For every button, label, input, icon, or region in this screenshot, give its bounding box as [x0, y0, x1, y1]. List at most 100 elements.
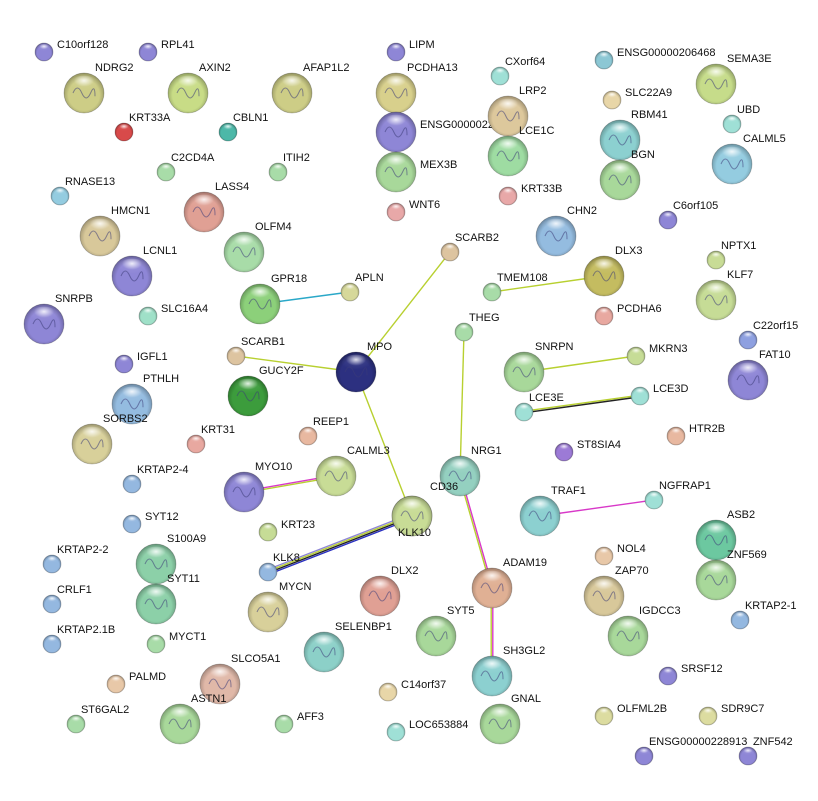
node-krt33b[interactable]: KRT33B: [498, 183, 562, 206]
edge-theg-nrg1[interactable]: [459, 331, 465, 477]
node-klk8[interactable]: KLK8: [258, 552, 300, 582]
node-chn2[interactable]: CHN2: [535, 205, 597, 257]
node-sh3gl2[interactable]: SH3GL2: [471, 645, 545, 697]
node-lipm[interactable]: LIPM: [386, 39, 435, 62]
node-tmem108[interactable]: TMEM108: [482, 272, 548, 302]
node-syt12[interactable]: SYT12: [122, 511, 179, 534]
node-lass4[interactable]: LASS4: [183, 181, 249, 233]
node-hmcn1[interactable]: HMCN1: [79, 205, 150, 257]
node-st8sia4[interactable]: ST8SIA4: [554, 439, 621, 462]
node-snrpn[interactable]: SNRPN: [503, 341, 574, 393]
node-zap70[interactable]: ZAP70: [583, 565, 649, 617]
node-myo10[interactable]: MYO10: [223, 461, 292, 513]
node-nrg1[interactable]: NRG1: [439, 445, 502, 497]
node-sdr9c7[interactable]: SDR9C7: [698, 703, 764, 726]
node-syt5[interactable]: SYT5: [415, 605, 475, 657]
node-s100a9[interactable]: S100A9: [135, 533, 206, 585]
node-afap1l2[interactable]: AFAP1L2: [271, 62, 349, 114]
node-gpr18[interactable]: GPR18: [239, 273, 307, 325]
node-c22orf15[interactable]: C22orf15: [738, 320, 798, 350]
node-selenbp1[interactable]: SELENBP1: [303, 621, 392, 673]
edge-mpo-scarb2[interactable]: [355, 251, 451, 373]
node-apln[interactable]: APLN: [340, 272, 384, 302]
node-znf569[interactable]: ZNF569: [695, 549, 767, 601]
node-krt31[interactable]: KRT31: [186, 424, 235, 454]
node-st6gal2[interactable]: ST6GAL2: [66, 704, 129, 734]
node-adam19[interactable]: ADAM19: [471, 557, 547, 609]
node-rbm41[interactable]: RBM41: [599, 109, 668, 161]
node-rpl41[interactable]: RPL41: [138, 39, 195, 62]
node-igfl1[interactable]: IGFL1: [114, 351, 168, 374]
node-itih2[interactable]: ITIH2: [268, 152, 310, 182]
node-crlf1[interactable]: CRLF1: [42, 584, 92, 614]
node-myct1[interactable]: MYCT1: [146, 631, 206, 654]
node-scarb2[interactable]: SCARB2: [440, 232, 499, 262]
node-calml5[interactable]: CALML5: [711, 133, 786, 185]
node-nol4[interactable]: NOL4: [594, 543, 646, 566]
node-asb2[interactable]: ASB2: [695, 509, 755, 561]
node-theg[interactable]: THEG: [454, 312, 500, 342]
node-krtap2-2[interactable]: KRTAP2-2: [42, 544, 109, 574]
node-ubd[interactable]: UBD: [722, 104, 760, 134]
node-slc16a4[interactable]: SLC16A4: [138, 303, 208, 326]
node-htr2b[interactable]: HTR2B: [666, 423, 725, 446]
node-wnt6[interactable]: WNT6: [386, 199, 440, 222]
node-mycn[interactable]: MYCN: [247, 581, 311, 633]
node-aff3[interactable]: AFF3: [274, 711, 324, 734]
edge-mpo-klk10[interactable]: [355, 371, 413, 517]
node-sema3e[interactable]: SEMA3E: [695, 53, 772, 105]
node-mex3b[interactable]: MEX3B: [375, 151, 457, 193]
node-cxorf64[interactable]: CXorf64: [490, 56, 545, 86]
node-igdcc3[interactable]: IGDCC3: [607, 605, 681, 657]
node-calml3[interactable]: CALML3: [315, 445, 390, 497]
node-pthlh[interactable]: PTHLH: [111, 373, 179, 425]
node-krtap2-1b[interactable]: KRTAP2.1B: [42, 624, 115, 654]
node-krtap2-1[interactable]: KRTAP2-1: [730, 600, 797, 630]
node-fat10[interactable]: FAT10: [727, 349, 791, 401]
edge-klk8-klk10[interactable]: [266, 513, 414, 575]
node-c2cd4a[interactable]: C2CD4A: [156, 152, 215, 182]
edge-lce3e-lce3d[interactable]: [523, 394, 641, 414]
node-c14orf37[interactable]: C14orf37: [378, 679, 446, 702]
node-astn1[interactable]: ASTN1: [159, 693, 226, 745]
node-ngfrap1[interactable]: NGFRAP1: [644, 480, 711, 510]
node-lce3e[interactable]: LCE3E: [514, 392, 564, 422]
node-snrpb[interactable]: SNRPB: [23, 293, 93, 345]
node-sorbs2[interactable]: SORBS2: [71, 413, 148, 465]
node-gucy2f[interactable]: GUCY2F: [227, 365, 304, 417]
node-ensg00000228913[interactable]: ENSG00000228913: [634, 736, 747, 766]
node-krtap2-4[interactable]: KRTAP2-4: [122, 464, 189, 494]
node-ensg00000206468[interactable]: ENSG00000206468: [594, 47, 715, 70]
node-dlx2[interactable]: DLX2: [359, 565, 419, 617]
node-ndrg2[interactable]: NDRG2: [63, 62, 134, 114]
node-krt23[interactable]: KRT23: [258, 519, 315, 542]
node-axin2[interactable]: AXIN2: [167, 62, 231, 114]
node-c6orf105[interactable]: C6orf105: [658, 200, 718, 230]
node-pcdha6[interactable]: PCDHA6: [594, 303, 662, 326]
node-c10orf128[interactable]: C10orf128: [34, 39, 108, 62]
node-palmd[interactable]: PALMD: [106, 671, 166, 694]
node-loc653884[interactable]: LOC653884: [386, 719, 468, 742]
node-nptx1[interactable]: NPTX1: [706, 240, 756, 270]
node-klk10[interactable]: KLK10: [391, 495, 433, 539]
node-traf1[interactable]: TRAF1: [519, 485, 586, 537]
node-mkrn3[interactable]: MKRN3: [626, 343, 688, 366]
node-klf7[interactable]: KLF7: [695, 269, 753, 321]
node-bgn[interactable]: BGN: [599, 149, 655, 201]
node-mpo[interactable]: MPO: [335, 341, 393, 393]
node-cbln1[interactable]: CBLN1: [218, 112, 268, 142]
node-pcdha13[interactable]: PCDHA13: [375, 62, 458, 114]
node-znf542[interactable]: ZNF542: [738, 736, 793, 766]
node-syt11[interactable]: SYT11: [135, 573, 200, 625]
node-srsf12[interactable]: SRSF12: [658, 663, 723, 686]
node-slc22a9[interactable]: SLC22A9: [602, 87, 672, 110]
node-reep1[interactable]: REEP1: [298, 416, 349, 446]
node-slco5a1[interactable]: SLCO5A1: [199, 653, 281, 705]
node-dlx3[interactable]: DLX3: [583, 245, 643, 297]
node-olfm4[interactable]: OLFM4: [223, 221, 292, 273]
node-lcnl1[interactable]: LCNL1: [111, 245, 177, 297]
node-olfml2b[interactable]: OLFML2B: [594, 703, 667, 726]
node-gnal[interactable]: GNAL: [479, 693, 541, 745]
node-rnase13[interactable]: RNASE13: [50, 176, 115, 206]
node-lce3d[interactable]: LCE3D: [630, 383, 689, 406]
